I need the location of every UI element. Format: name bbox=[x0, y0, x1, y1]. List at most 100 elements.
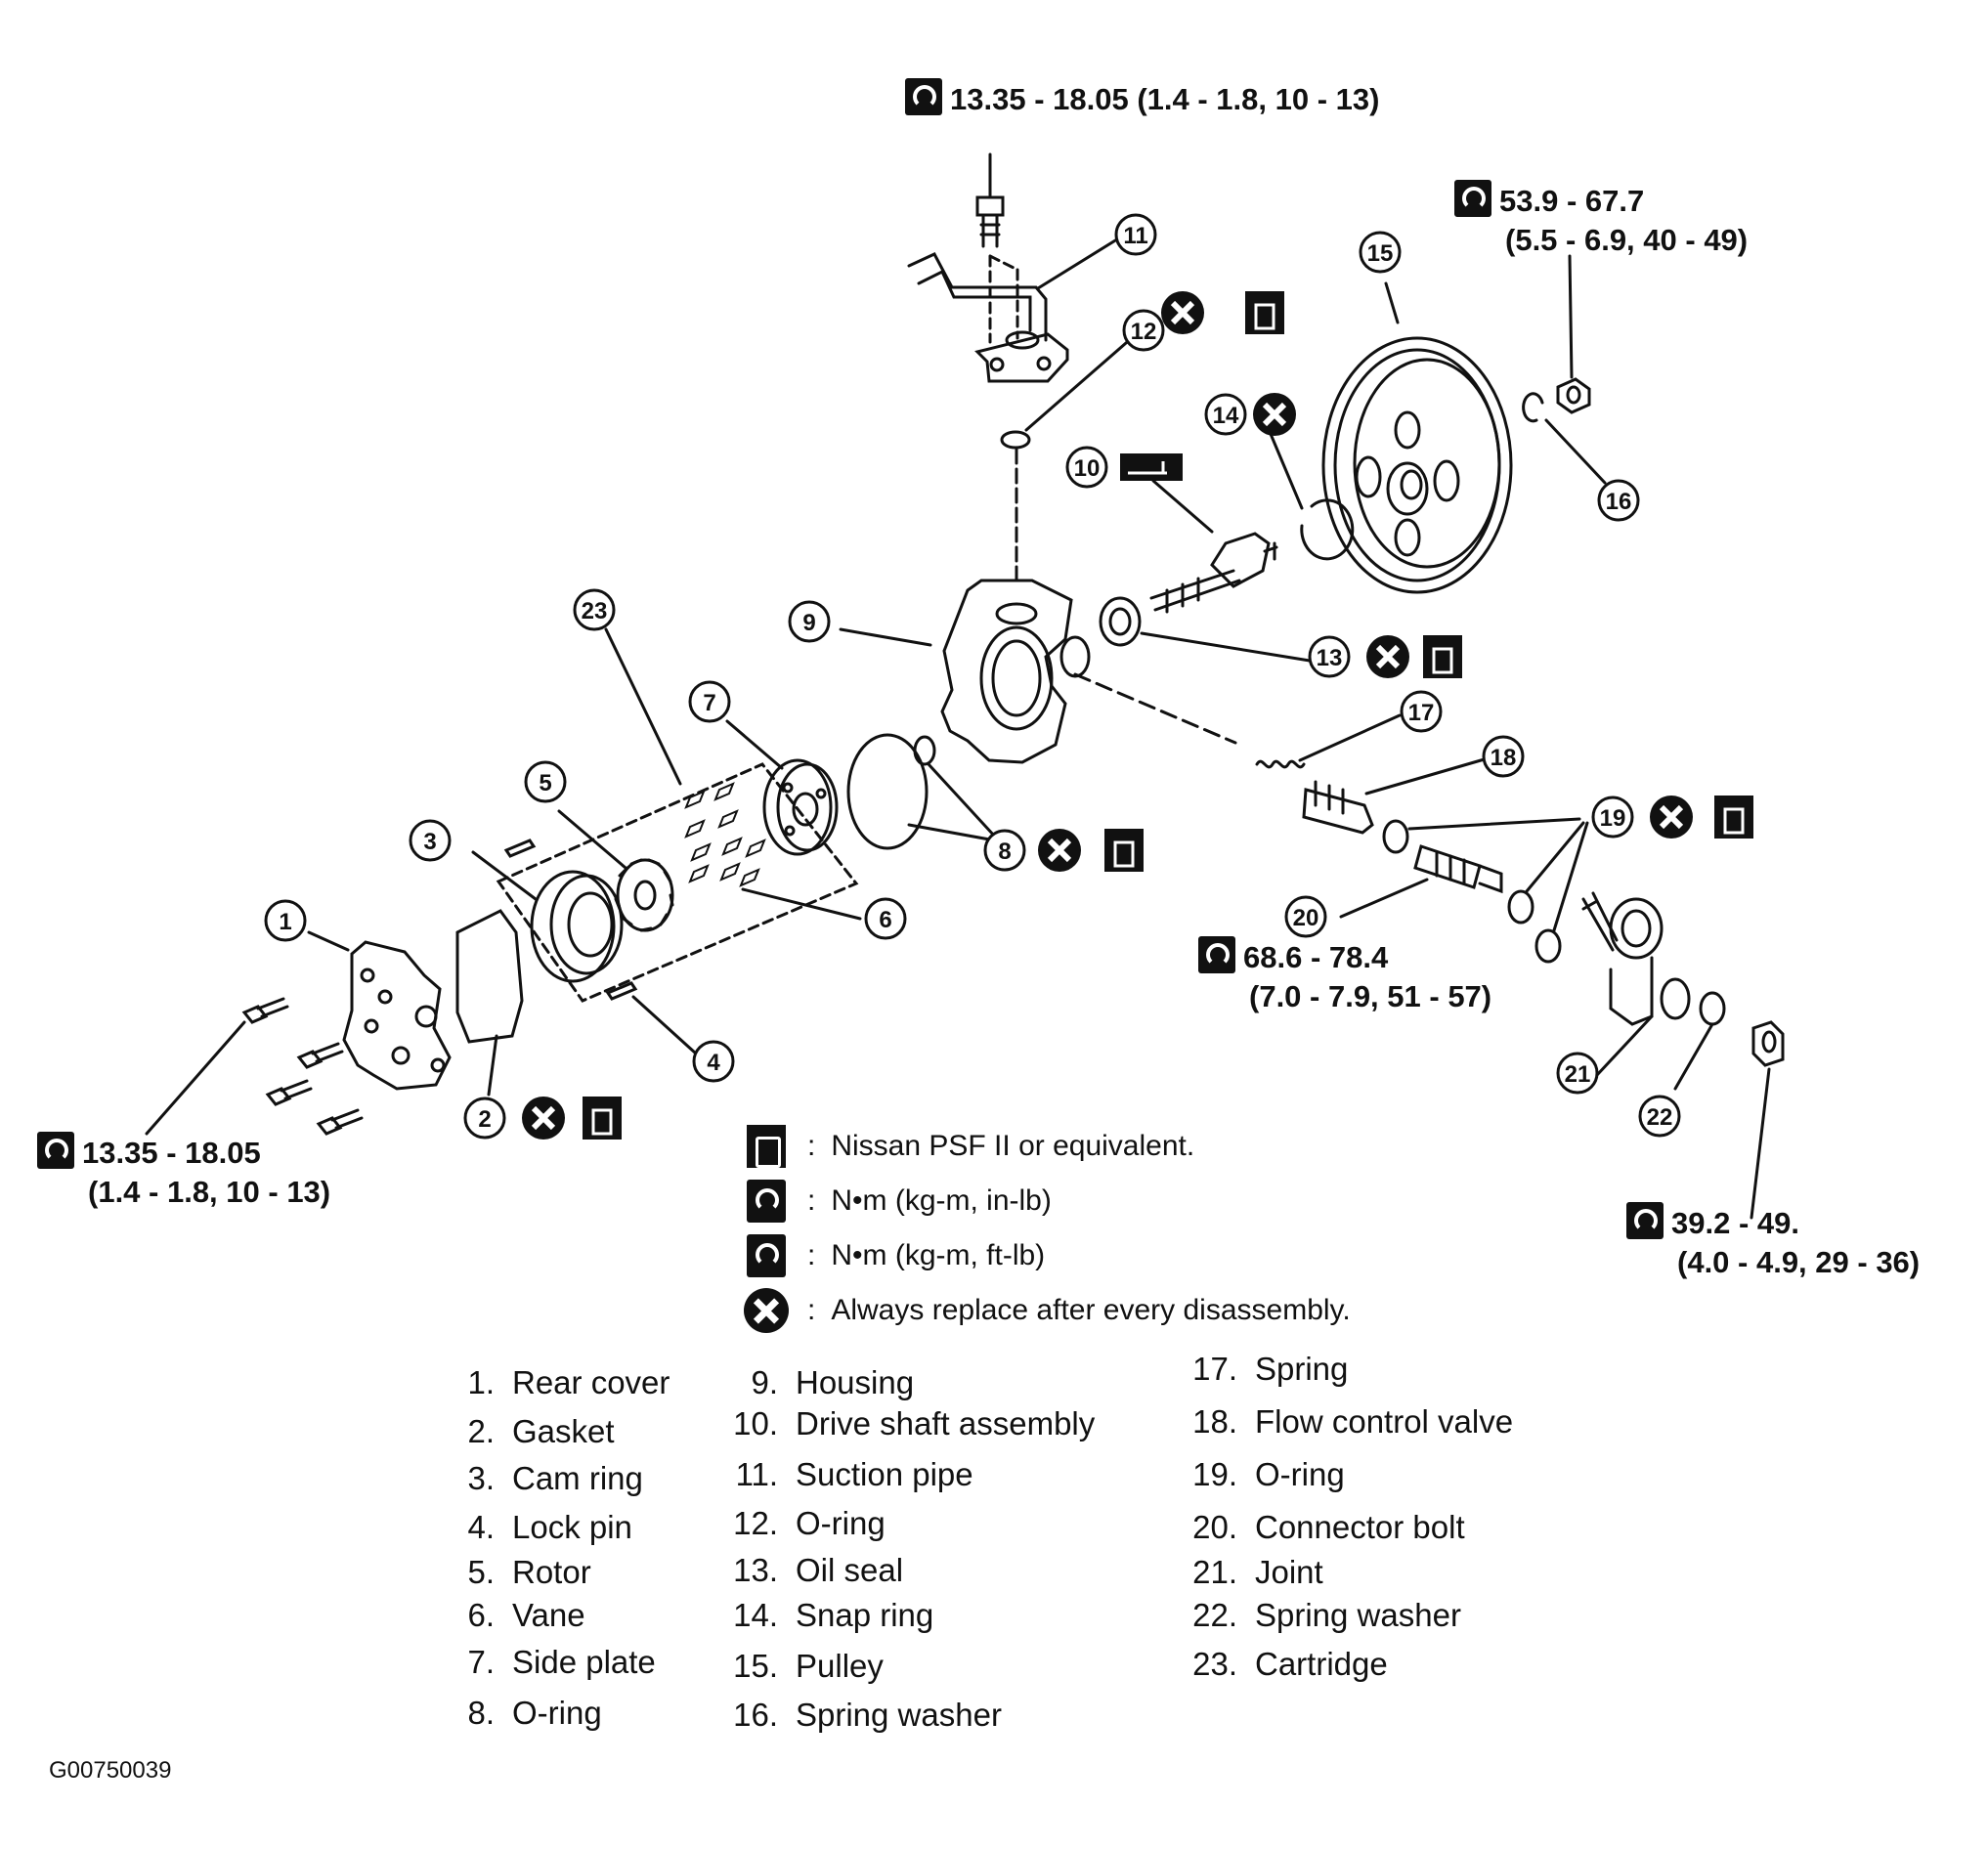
part-item: 20.Connector bolt bbox=[1192, 1509, 1465, 1545]
svg-text:9: 9 bbox=[802, 610, 815, 636]
part-item: 18.Flow control valve bbox=[1192, 1403, 1514, 1440]
callout-19: 19 bbox=[1591, 796, 1634, 839]
o-ring-8a bbox=[846, 733, 929, 850]
torque-wrench-icon bbox=[1626, 1202, 1664, 1239]
legend-text-replace: Always replace after every disassembly. bbox=[831, 1294, 1351, 1326]
part-item: 15.Pulley bbox=[733, 1648, 884, 1684]
replace-x-icon bbox=[744, 1288, 789, 1333]
joint-nut bbox=[1751, 1020, 1785, 1067]
callout-markers bbox=[522, 291, 1753, 1140]
torque-wrench-inlb-icon bbox=[747, 1180, 786, 1223]
legend-colon: : bbox=[807, 1294, 816, 1326]
callout-16: 16 bbox=[1597, 479, 1640, 522]
cam-ring bbox=[530, 870, 624, 983]
callout-5: 5 bbox=[524, 760, 567, 803]
part-item: 19.O-ring bbox=[1192, 1456, 1345, 1492]
o-ring-8b bbox=[913, 735, 936, 766]
part-item: 12.O-ring bbox=[733, 1505, 886, 1541]
legend-row-torque-ftlb: : N•m (kg-m, ft-lb) bbox=[743, 1228, 1351, 1283]
legend-row-replace: : Always replace after every disassembly… bbox=[743, 1283, 1351, 1338]
legend-colon: : bbox=[807, 1184, 816, 1217]
callout-13: 13 bbox=[1308, 635, 1351, 678]
svg-text:17: 17 bbox=[1408, 700, 1435, 726]
oil-can-icon bbox=[747, 1125, 786, 1168]
torque-wrench-icon bbox=[37, 1132, 74, 1169]
side-plate bbox=[762, 758, 839, 856]
torque-wrench-icon bbox=[905, 78, 942, 115]
torque-spec-rear-cover: 13.35 - 18.05 (1.4 - 1.8, 10 - 13) bbox=[37, 1132, 330, 1212]
legend-row-oil: : Nissan PSF II or equivalent. bbox=[743, 1119, 1351, 1174]
rear-cover bbox=[342, 940, 452, 1091]
flow-control-valve bbox=[1302, 780, 1374, 835]
callout-7: 7 bbox=[688, 680, 731, 723]
callout-3: 3 bbox=[409, 819, 452, 862]
part-item: 9.Housing bbox=[751, 1364, 915, 1400]
suction-pipe bbox=[907, 252, 1069, 383]
part-item: 17.Spring bbox=[1192, 1351, 1349, 1387]
spring bbox=[1255, 759, 1306, 769]
svg-text:14: 14 bbox=[1213, 403, 1239, 429]
pulley bbox=[1321, 336, 1513, 594]
symbol-legend: : Nissan PSF II or equivalent. : N•m (kg… bbox=[743, 1119, 1351, 1338]
callout-17: 17 bbox=[1400, 690, 1443, 733]
callout-21: 21 bbox=[1556, 1052, 1599, 1095]
svg-text:22: 22 bbox=[1647, 1104, 1673, 1131]
part-item: 13.Oil seal bbox=[733, 1552, 904, 1588]
part-item: 5.Rotor bbox=[467, 1554, 591, 1590]
callout-15: 15 bbox=[1359, 231, 1402, 274]
svg-text:19: 19 bbox=[1600, 805, 1626, 832]
callout-20: 20 bbox=[1284, 895, 1327, 938]
callout-8: 8 bbox=[983, 829, 1026, 872]
svg-text:6: 6 bbox=[879, 907, 891, 933]
snap-ring bbox=[1300, 498, 1355, 561]
legend-text-torque-ftlb: N•m (kg-m, ft-lb) bbox=[831, 1239, 1046, 1271]
part-item: 8.O-ring bbox=[467, 1695, 602, 1731]
part-item: 3.Cam ring bbox=[467, 1460, 643, 1496]
part-item: 23.Cartridge bbox=[1192, 1646, 1388, 1682]
legend-row-torque-inlb: : N•m (kg-m, in-lb) bbox=[743, 1174, 1351, 1228]
gasket bbox=[455, 909, 524, 1044]
legend-text-oil: Nissan PSF II or equivalent. bbox=[831, 1130, 1195, 1162]
cartridge-outline bbox=[496, 762, 859, 1003]
o-ring-19b bbox=[1507, 889, 1534, 925]
lock-pin-a bbox=[503, 839, 537, 858]
callout-18: 18 bbox=[1482, 735, 1525, 778]
part-item: 16.Spring washer bbox=[733, 1697, 1002, 1733]
svg-text:16: 16 bbox=[1606, 489, 1632, 515]
callout-6: 6 bbox=[864, 897, 907, 940]
pulley-nut bbox=[1556, 377, 1591, 414]
o-ring-12 bbox=[1000, 430, 1031, 450]
o-ring-19c bbox=[1534, 928, 1562, 964]
part-item: 11.Suction pipe bbox=[735, 1456, 973, 1492]
callout-10: 10 bbox=[1065, 446, 1108, 489]
legend-colon: : bbox=[807, 1239, 816, 1271]
svg-text:8: 8 bbox=[998, 839, 1011, 865]
callout-9: 9 bbox=[788, 600, 831, 643]
callout-4: 4 bbox=[692, 1040, 735, 1083]
svg-text:21: 21 bbox=[1565, 1061, 1591, 1088]
rear-cover-bolts bbox=[241, 997, 364, 1136]
torque-wrench-icon bbox=[1454, 180, 1491, 217]
part-item: 2.Gasket bbox=[467, 1413, 615, 1449]
callout-12: 12 bbox=[1122, 309, 1165, 352]
suction-bolt bbox=[975, 195, 1005, 248]
callout-14: 14 bbox=[1204, 393, 1247, 436]
svg-text:4: 4 bbox=[707, 1050, 720, 1076]
svg-text:7: 7 bbox=[703, 690, 715, 716]
part-item: 21.Joint bbox=[1192, 1554, 1323, 1590]
connector-bolt bbox=[1413, 844, 1503, 894]
callout-22: 22 bbox=[1638, 1095, 1681, 1138]
svg-text:20: 20 bbox=[1293, 905, 1319, 931]
torque-spec-connector-bolt: 68.6 - 78.4 (7.0 - 7.9, 51 - 57) bbox=[1198, 936, 1491, 1016]
torque-wrench-icon bbox=[1198, 936, 1235, 973]
svg-text:15: 15 bbox=[1367, 240, 1394, 267]
o-ring-19a bbox=[1382, 819, 1409, 854]
rotor bbox=[614, 858, 674, 932]
legend-text-torque-inlb: N•m (kg-m, in-lb) bbox=[831, 1184, 1052, 1217]
svg-text:11: 11 bbox=[1123, 223, 1147, 249]
torque-spec-joint-nut: 39.2 - 49. (4.0 - 4.9, 29 - 36) bbox=[1626, 1202, 1920, 1282]
part-item: 14.Snap ring bbox=[733, 1597, 934, 1633]
callout-23: 23 bbox=[573, 588, 616, 631]
part-item: 10.Drive shaft assembly bbox=[733, 1405, 1096, 1441]
